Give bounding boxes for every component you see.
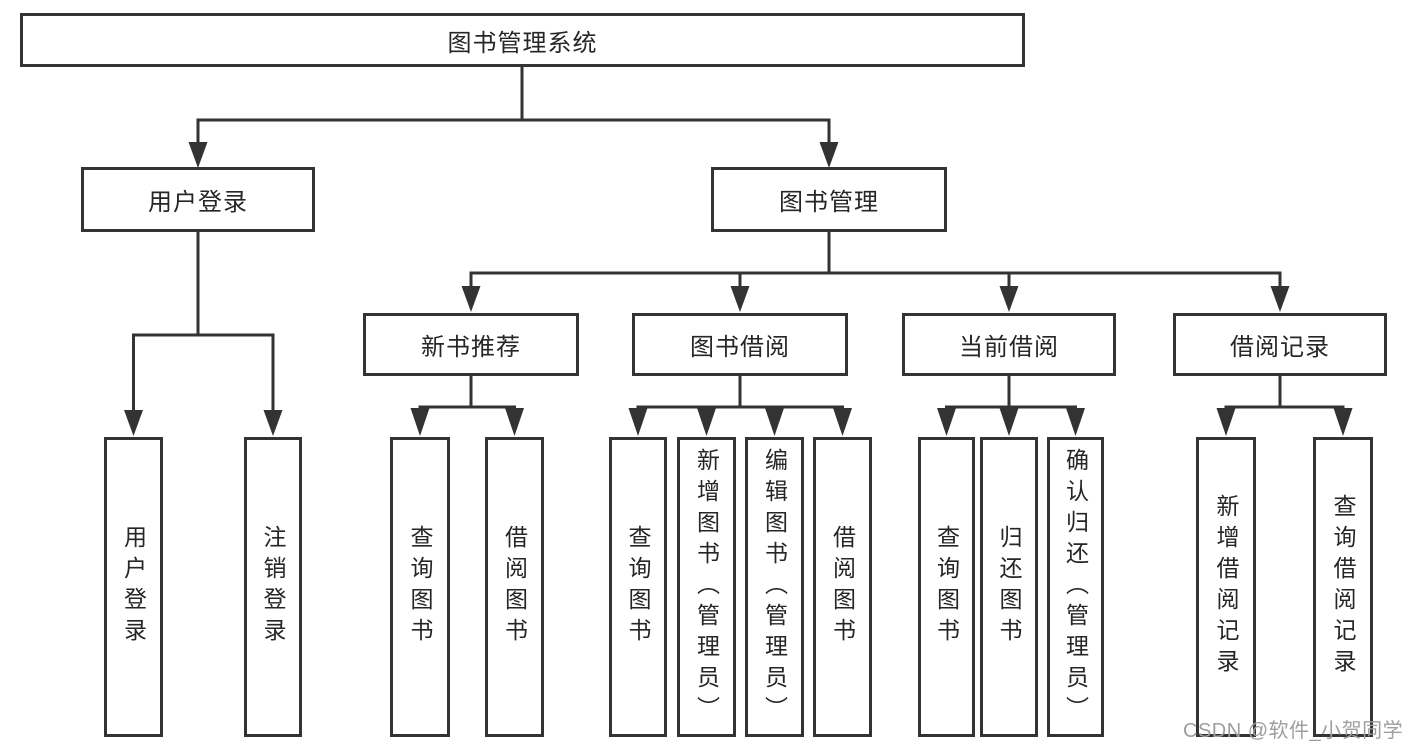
leaf-borrow-books-recommend: 借阅图书 (485, 437, 544, 737)
node-label: 归还图书 (996, 525, 1022, 649)
leaf-query-borrow-record: 查询借阅记录 (1313, 437, 1373, 737)
leaf-add-borrow-record: 新增借阅记录 (1196, 437, 1256, 737)
arrowhead-icon (819, 142, 839, 168)
arrowhead-icon (730, 286, 750, 312)
node-label: 新增借阅记录 (1213, 494, 1239, 680)
node-label: 查询图书 (407, 525, 433, 649)
arrowhead-icon (999, 408, 1019, 436)
leaf-logout: 注销登录 (244, 437, 302, 737)
arrowhead-icon (410, 408, 430, 436)
node-current-borrow: 当前借阅 (902, 313, 1116, 376)
arrowhead-icon (1066, 408, 1085, 436)
node-label: 新书推荐 (421, 334, 521, 361)
arrowhead-icon (461, 286, 481, 312)
node-label: 图书管理 (779, 189, 879, 216)
leaf-borrow-books: 借阅图书 (813, 437, 872, 737)
node-root-system: 图书管理系统 (20, 13, 1025, 67)
node-label: 图书管理系统 (447, 29, 598, 57)
arrowhead-icon (188, 142, 208, 168)
arrowhead-icon (124, 410, 143, 436)
node-label: 查询借阅记录 (1330, 494, 1356, 680)
node-label: 借阅图书 (829, 525, 856, 649)
connector-book-management-branch (461, 232, 1290, 312)
leaf-add-book-admin: 新增图书（管理员） (677, 437, 736, 737)
node-label: 查询图书 (933, 525, 960, 649)
node-new-book-recommend: 新书推荐 (363, 313, 579, 376)
node-borrow-records: 借阅记录 (1173, 313, 1387, 376)
connector-root-to-branches (188, 67, 839, 168)
arrowhead-icon (765, 408, 784, 436)
arrowhead-icon (833, 408, 852, 436)
node-label: 新增图书（管理员） (693, 447, 720, 727)
arrowhead-icon (1216, 408, 1236, 436)
arrowhead-icon (1270, 286, 1290, 312)
node-label: 借阅图书 (501, 525, 528, 649)
leaf-query-books-borrow: 查询图书 (609, 437, 667, 737)
node-label: 编辑图书（管理员） (761, 447, 788, 727)
node-label: 借阅记录 (1230, 334, 1330, 361)
node-label: 当前借阅 (959, 334, 1059, 361)
node-user-login-branch: 用户登录 (81, 167, 315, 232)
arrowhead-icon (937, 408, 956, 436)
node-book-borrow: 图书借阅 (632, 313, 848, 376)
arrowhead-icon (263, 410, 283, 436)
connector-user-login-branch (124, 232, 283, 436)
node-label: 注销登录 (260, 525, 286, 649)
arrowhead-icon (697, 408, 716, 436)
connector-book-borrow (628, 376, 852, 436)
arrowhead-icon (999, 286, 1019, 312)
arrowhead-icon (505, 408, 524, 436)
connector-current-borrow (937, 376, 1085, 436)
connector-borrow-records (1216, 376, 1353, 436)
node-label: 确认归还（管理员） (1062, 447, 1089, 727)
leaf-return-book: 归还图书 (980, 437, 1038, 737)
csdn-watermark: CSDN @软件_小贺同学 (1183, 720, 1404, 742)
node-label: 查询图书 (625, 525, 651, 649)
node-label: 用户登录 (148, 189, 248, 216)
arrowhead-icon (1333, 408, 1353, 436)
connector-new-book-recommend (410, 376, 524, 436)
leaf-query-books-current: 查询图书 (918, 437, 975, 737)
arrowhead-icon (628, 408, 648, 436)
leaf-query-books-recommend: 查询图书 (390, 437, 450, 737)
node-book-management: 图书管理 (711, 167, 947, 232)
node-label: 用户登录 (120, 525, 147, 649)
leaf-edit-book-admin: 编辑图书（管理员） (745, 437, 804, 737)
leaf-user-login: 用户登录 (104, 437, 163, 737)
leaf-confirm-return-admin: 确认归还（管理员） (1047, 437, 1104, 737)
node-label: 图书借阅 (690, 334, 790, 361)
